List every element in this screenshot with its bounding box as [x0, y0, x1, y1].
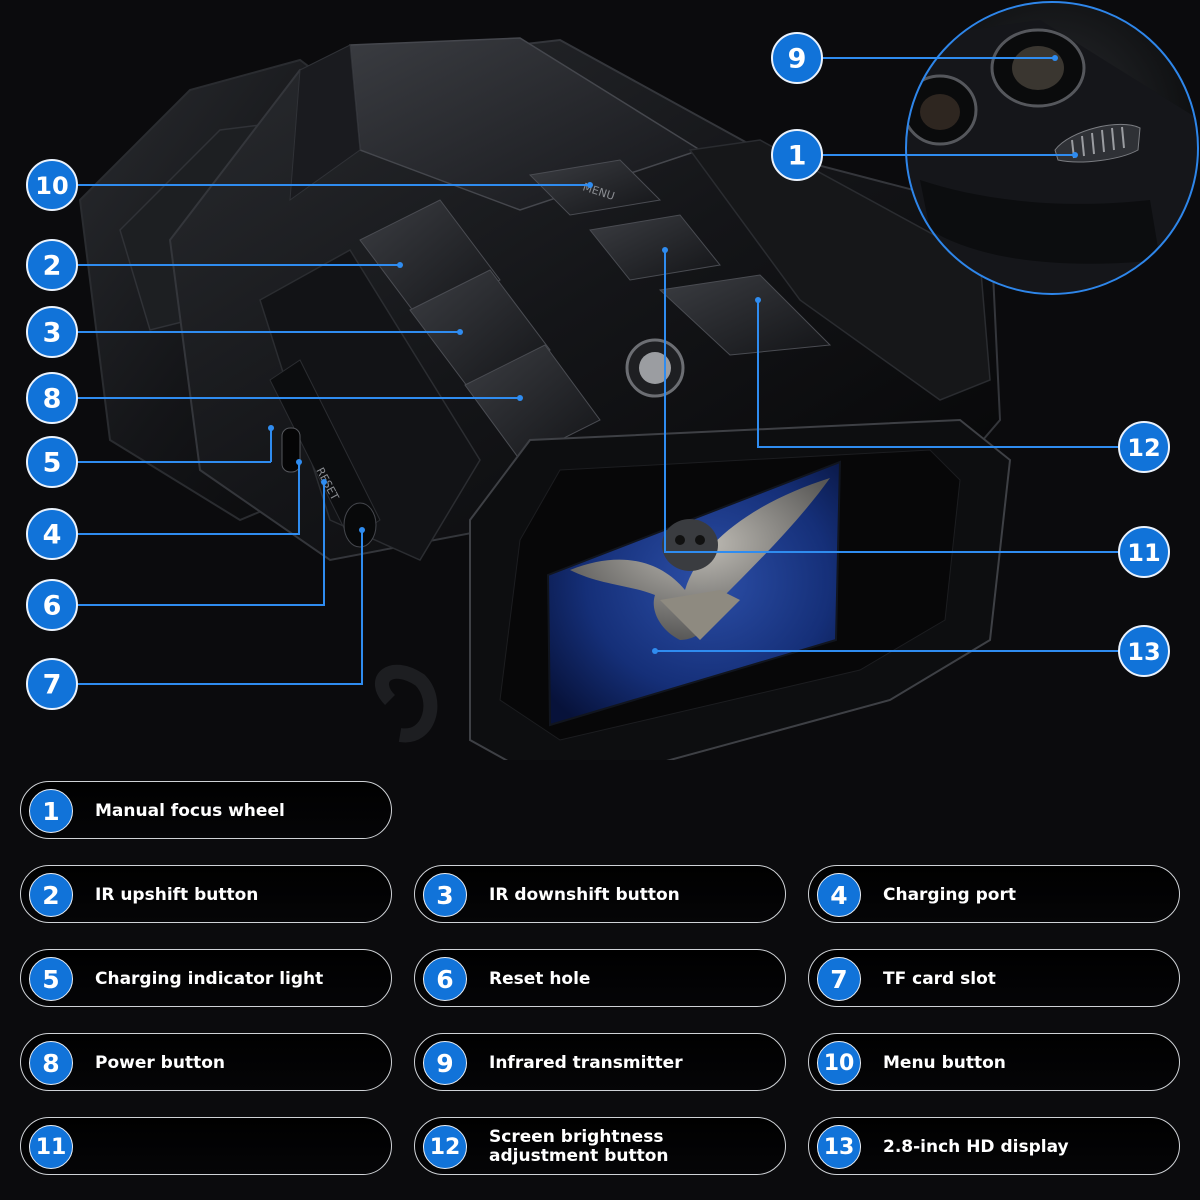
callout-badge-1: 1 [771, 129, 823, 181]
callout-badge-7: 7 [26, 658, 78, 710]
callout-number: 13 [1127, 638, 1160, 666]
legend-item-10: 10 Menu button [808, 1033, 1180, 1091]
callout-number: 2 [43, 251, 62, 282]
legend-item-1: 1 Manual focus wheel [20, 781, 392, 839]
callout-number: 3 [43, 318, 62, 349]
callout-badge-2: 2 [26, 239, 78, 291]
legend-label: Menu button [883, 1052, 1006, 1073]
callout-badge-8: 8 [26, 372, 78, 424]
callout-number: 11 [1127, 539, 1160, 567]
callout-badges: 9 1 10 2 3 8 5 4 6 7 12 11 13 [26, 32, 1170, 710]
legend-label: Charging port [883, 884, 1016, 905]
legend-number-badge: 11 [29, 1125, 73, 1169]
callout-number: 4 [43, 520, 62, 551]
callout-number: 9 [788, 44, 807, 75]
legend-label: Manual focus wheel [95, 800, 285, 821]
callout-number: 1 [788, 141, 807, 172]
legend-item-12: 12 Screen brightness adjustment button [414, 1117, 786, 1175]
legend-number-badge: 13 [817, 1125, 861, 1169]
legend-number-badge: 6 [423, 957, 467, 1001]
legend-item-8: 8 Power button [20, 1033, 392, 1091]
tf-slot-cover [343, 502, 377, 548]
brightness-key [658, 274, 832, 356]
legend-label: Charging indicator light [95, 968, 324, 989]
device-diagram: MENU RESET [26, 1, 1199, 760]
detail-inset [905, 1, 1199, 295]
charging-port-shape [281, 427, 301, 473]
legend-item-13: 13 2.8-inch HD display [808, 1117, 1180, 1175]
legend-label [95, 1118, 377, 1176]
leader-lines [75, 57, 1120, 685]
legend-label: IR downshift button [489, 884, 680, 905]
legend-number-badge: 9 [423, 1041, 467, 1085]
legend-label: Screen brightness adjustment button [489, 1127, 669, 1166]
callout-badge-9: 9 [771, 32, 823, 84]
night-vision-binocular: MENU RESET [78, 37, 1012, 760]
menu-key [528, 159, 662, 216]
callout-number: 5 [43, 448, 62, 479]
callout-badge-10: 10 [26, 159, 78, 211]
legend-number-badge: 2 [29, 873, 73, 917]
callout-badge-13: 13 [1118, 625, 1170, 677]
callout-number: 10 [35, 172, 68, 200]
callout-number: 6 [43, 591, 62, 622]
legend-number-badge: 10 [817, 1041, 861, 1085]
callout-number: 12 [1127, 434, 1160, 462]
legend-number-badge: 7 [817, 957, 861, 1001]
legend-label: Power button [95, 1052, 225, 1073]
callout-badge-5: 5 [26, 436, 78, 488]
power-key [464, 344, 601, 461]
legend-label: 2.8-inch HD display [883, 1136, 1069, 1157]
legend-item-2: 2 IR upshift button [20, 865, 392, 923]
legend-item-6: 6 Reset hole [414, 949, 786, 1007]
legend-number-badge: 1 [29, 789, 73, 833]
callout-badge-12: 12 [1118, 421, 1170, 473]
legend-number-badge: 5 [29, 957, 73, 1001]
legend-label: Infrared transmitter [489, 1052, 683, 1073]
callout-badge-6: 6 [26, 579, 78, 631]
legend-label: Reset hole [489, 968, 591, 989]
legend-item-11: 11 [20, 1117, 392, 1175]
legend-number-badge: 3 [423, 873, 467, 917]
legend-item-4: 4 Charging port [808, 865, 1180, 923]
callout-badge-11: 11 [1118, 526, 1170, 578]
legend-label: IR upshift button [95, 884, 259, 905]
legend-number-badge: 4 [817, 873, 861, 917]
legend-number-badge: 12 [423, 1125, 467, 1169]
legend-item-5: 5 Charging indicator light [20, 949, 392, 1007]
leader-line-endpoints [268, 55, 1078, 654]
legend-item-9: 9 Infrared transmitter [414, 1033, 786, 1091]
mode-key [589, 214, 721, 281]
callout-number: 8 [43, 384, 62, 415]
owl-image [570, 478, 830, 640]
legend-label: TF card slot [883, 968, 996, 989]
callout-number: 7 [43, 670, 62, 701]
legend-item-3: 3 IR downshift button [414, 865, 786, 923]
legend-item-7: 7 TF card slot [808, 949, 1180, 1007]
callout-badge-3: 3 [26, 306, 78, 358]
legend-number-badge: 8 [29, 1041, 73, 1085]
callout-badge-4: 4 [26, 508, 78, 560]
